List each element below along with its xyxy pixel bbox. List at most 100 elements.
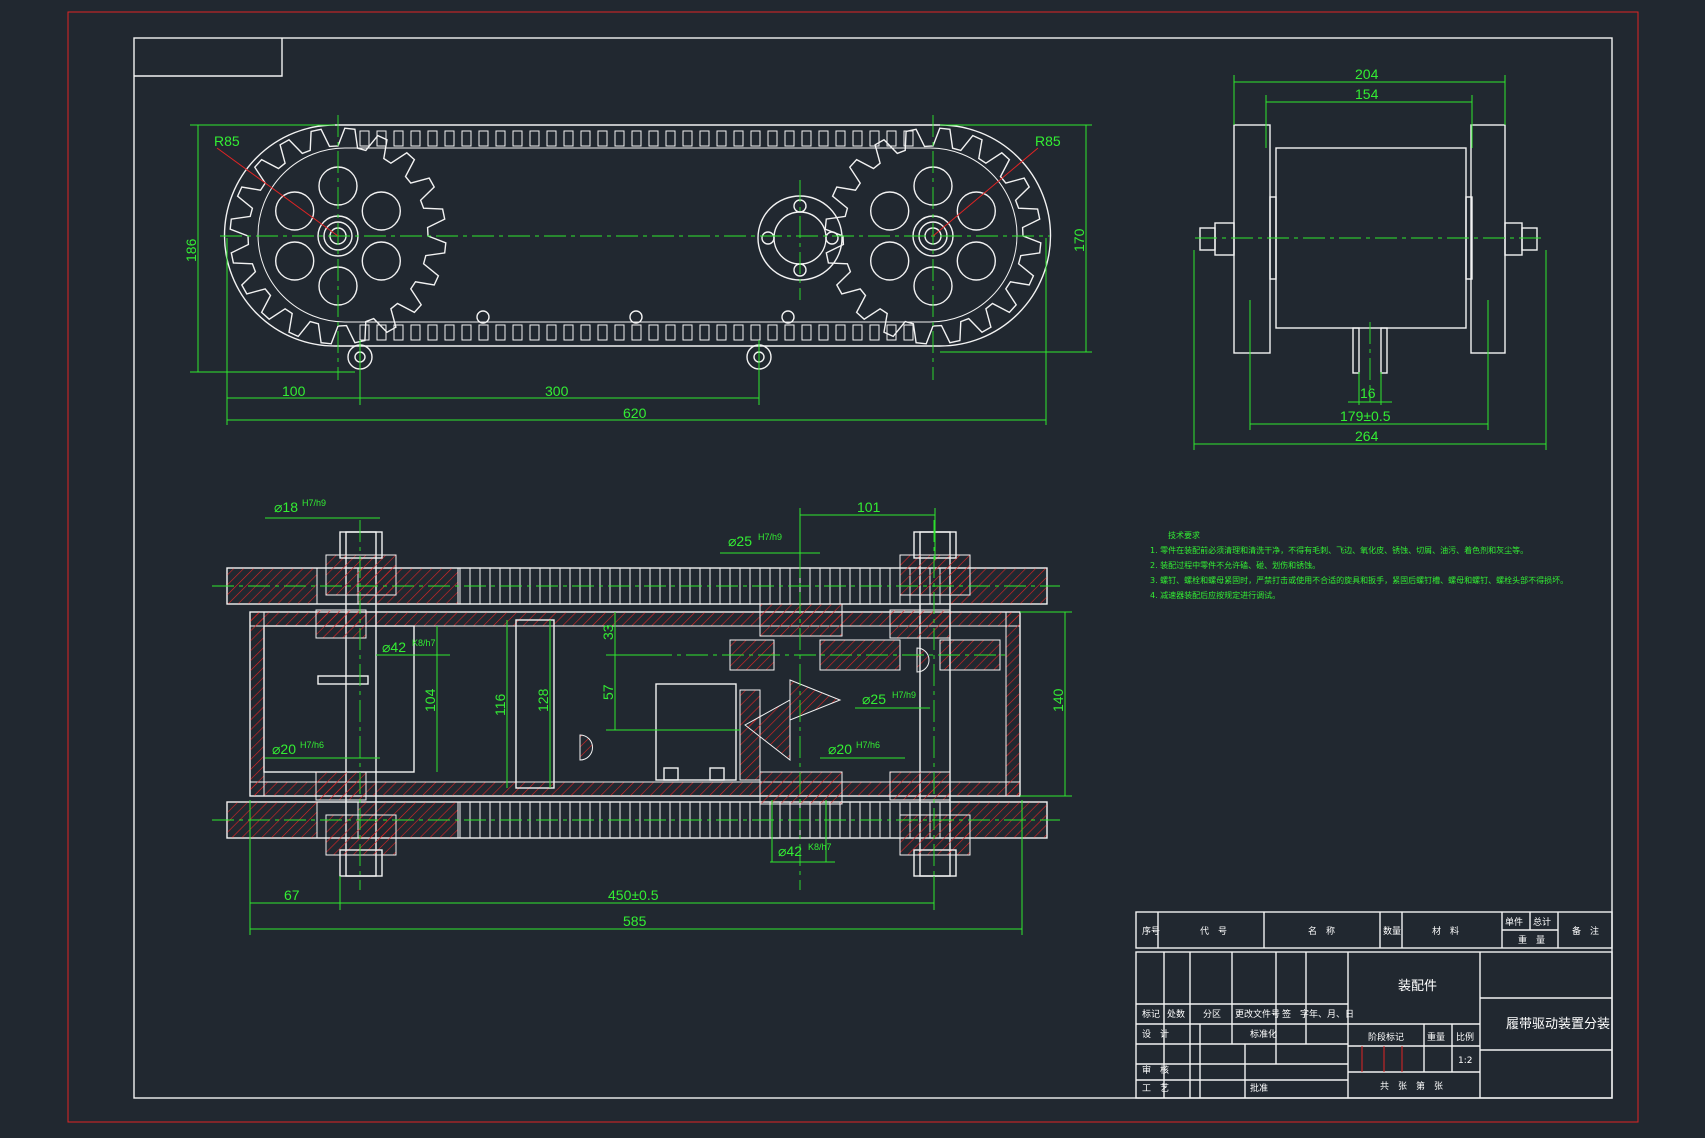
track-tooth: [835, 324, 846, 341]
label-review: 审 核: [1142, 1064, 1169, 1076]
dim-140-label: 140: [1050, 688, 1066, 712]
track-tooth: [648, 324, 659, 341]
track-tooth: [461, 324, 472, 341]
fit-42-left-label: ⌀42: [382, 639, 406, 655]
hdr-name: 名 称: [1308, 925, 1335, 937]
track-tooth: [427, 130, 438, 147]
track-tooth: [512, 324, 523, 341]
dim-33-label: 33: [600, 624, 616, 640]
row-zone: 分区: [1203, 1009, 1221, 1020]
row-mark: 标记: [1142, 1008, 1160, 1020]
svg-text:H7/h9: H7/h9: [892, 690, 916, 700]
track-tooth: [393, 130, 404, 147]
track-tooth: [801, 324, 812, 341]
lightening-hole: [275, 191, 315, 231]
track-tooth: [563, 130, 574, 147]
svg-text:H7/h6: H7/h6: [300, 740, 324, 750]
track-tooth: [563, 324, 574, 341]
fit-20-right-label: ⌀20: [828, 741, 852, 757]
corner-box: [134, 38, 283, 77]
label-process: 工 艺: [1142, 1083, 1169, 1094]
track-tooth: [580, 324, 591, 341]
sheet-count: 共 张 第 张: [1380, 1080, 1443, 1092]
track-tooth: [376, 130, 387, 147]
track-tooth: [648, 130, 659, 147]
track-tooth: [767, 130, 778, 147]
side-view: 204 154 16 179±0.5 264: [1193, 66, 1547, 450]
tech-notes: 技术要求 1. 零件在装配前必须清理和清洗干净，不得有毛刺、飞边、氧化皮、锈蚀、…: [1150, 530, 1568, 600]
dim-450-label: 450±0.5: [608, 887, 659, 903]
height-186-label: 186: [183, 238, 199, 262]
assembly-label: 装配件: [1398, 979, 1437, 994]
track-tooth: [495, 324, 506, 341]
hdr-single: 单件: [1505, 916, 1523, 928]
track-teeth-top: [359, 130, 914, 147]
track-tooth: [682, 130, 693, 147]
track-outline: [223, 124, 1052, 347]
track-tooth: [818, 324, 829, 341]
track-tooth: [716, 324, 727, 341]
dim-101-label: 101: [857, 499, 881, 515]
label-approve: 批准: [1250, 1082, 1268, 1094]
track-tooth: [886, 324, 897, 341]
track-tooth: [699, 130, 710, 147]
lightening-hole: [870, 241, 910, 281]
row-change: 更改文件号: [1235, 1008, 1280, 1020]
track-tooth: [546, 324, 557, 341]
dim-67-label: 67: [284, 887, 300, 903]
dim-585-label: 585: [623, 913, 647, 929]
track-tooth: [716, 130, 727, 147]
top-view: R85 R85 186 170 100 300 620: [183, 115, 1092, 425]
track-tooth: [512, 130, 523, 147]
lightening-hole: [956, 191, 996, 231]
track-teeth-bottom: [359, 324, 914, 341]
track-tooth: [750, 324, 761, 341]
fit-42-bottom-label: ⌀42: [778, 843, 802, 859]
track-tooth: [835, 130, 846, 147]
track-inner: [257, 147, 1018, 323]
track-tooth: [903, 324, 914, 341]
dim-300-label: 300: [545, 383, 569, 399]
dim-179-label: 179±0.5: [1340, 408, 1391, 424]
track-tooth: [784, 324, 795, 341]
radius-right-label: R85: [1035, 133, 1061, 149]
track-tooth: [631, 130, 642, 147]
tech-note-1: 1. 零件在装配前必须清理和清洗干净，不得有毛刺、飞边、氧化皮、锈蚀、切屑、油污…: [1150, 545, 1528, 555]
hdr-weight: 重 量: [1518, 934, 1545, 946]
track-tooth: [580, 130, 591, 147]
lightening-hole: [361, 241, 401, 281]
track-tooth: [478, 130, 489, 147]
hdr-total: 总计: [1533, 916, 1551, 928]
fit-25-mid-label: ⌀25: [862, 691, 886, 707]
dim-128-label: 128: [535, 688, 551, 712]
track-tooth: [631, 324, 642, 341]
dim-116-label: 116: [492, 693, 508, 716]
track-tooth: [699, 324, 710, 341]
hdr-remark: 备 注: [1572, 925, 1599, 937]
inner-frame: [133, 37, 1613, 1099]
lightening-hole: [361, 191, 401, 231]
tech-note-2: 2. 装配过程中零件不允许磕、碰、划伤和锈蚀。: [1150, 560, 1320, 570]
tech-note-4: 4. 减速器装配后应按规定进行调试。: [1150, 590, 1280, 600]
svg-text:K8/h7: K8/h7: [412, 638, 436, 648]
row-count: 处数: [1167, 1008, 1185, 1020]
track-tooth: [733, 130, 744, 147]
tech-notes-title: 技术要求: [1168, 530, 1200, 540]
track-tooth: [614, 130, 625, 147]
dim-16-label: 16: [1360, 385, 1376, 401]
track-tooth: [869, 130, 880, 147]
title-block: 序号 代 号 名 称 数量 材 料 单件 总计 重 量 备 注: [1135, 911, 1613, 1099]
fit-18-label: ⌀18: [274, 499, 298, 515]
dim-100-label: 100: [282, 383, 306, 399]
lightening-hole: [275, 241, 315, 281]
scale-value: 1:2: [1458, 1056, 1472, 1066]
track-tooth: [784, 130, 795, 147]
track-tooth: [750, 130, 761, 147]
lightening-hole: [870, 191, 910, 231]
track-tooth: [359, 130, 370, 147]
radius-left-label: R85: [214, 133, 240, 149]
track-tooth: [733, 324, 744, 341]
track-tooth: [767, 324, 778, 341]
hdr-no: 序号: [1142, 925, 1160, 937]
track-tooth: [682, 324, 693, 341]
